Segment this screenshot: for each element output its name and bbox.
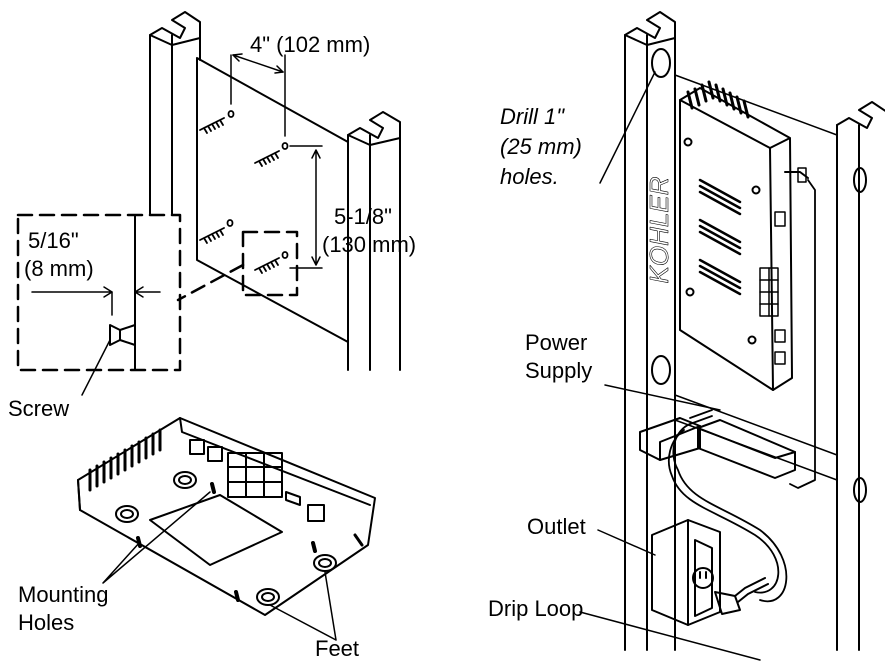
wall-stud-left bbox=[149, 11, 201, 216]
device-underside bbox=[77, 417, 376, 641]
drill-holes-label-1: Drill 1" bbox=[500, 104, 565, 129]
brand-label: KOHLER bbox=[644, 177, 674, 284]
vertical-spacing-metric-label: (130 mm) bbox=[322, 232, 417, 257]
screw-gap-metric-label: (8 mm) bbox=[24, 256, 94, 281]
screw-label: Screw bbox=[8, 396, 70, 421]
screw-gap-label: 5/16" bbox=[28, 228, 79, 253]
outlet-label: Outlet bbox=[527, 514, 586, 539]
detail-callout bbox=[16, 213, 299, 372]
wall-outlet bbox=[651, 519, 769, 626]
power-supply-label-1: Power bbox=[525, 330, 588, 355]
drill-holes-label-2: (25 mm) bbox=[500, 134, 582, 159]
horizontal-spacing-label: 4" (102 mm) bbox=[250, 32, 371, 57]
drill-holes-label-3: holes. bbox=[500, 164, 559, 189]
right-studs bbox=[624, 11, 885, 651]
mounting-holes-label-2: Holes bbox=[18, 610, 75, 635]
vertical-spacing-label: 5-1/8" bbox=[334, 204, 392, 229]
drip-loop-label: Drip Loop bbox=[488, 596, 584, 621]
detail-view bbox=[31, 214, 161, 396]
power-supply bbox=[639, 179, 816, 603]
hub-device: KOHLER bbox=[644, 80, 809, 391]
dimension-lines bbox=[230, 53, 323, 269]
right-leader-lines bbox=[579, 71, 761, 661]
wall-screws bbox=[199, 110, 289, 274]
mounting-holes-label-1: Mounting bbox=[18, 582, 109, 607]
feet-label: Feet bbox=[315, 636, 360, 661]
wall-stud-right bbox=[347, 111, 401, 371]
power-supply-label-2: Supply bbox=[525, 358, 593, 383]
mounting-plate bbox=[196, 57, 349, 343]
